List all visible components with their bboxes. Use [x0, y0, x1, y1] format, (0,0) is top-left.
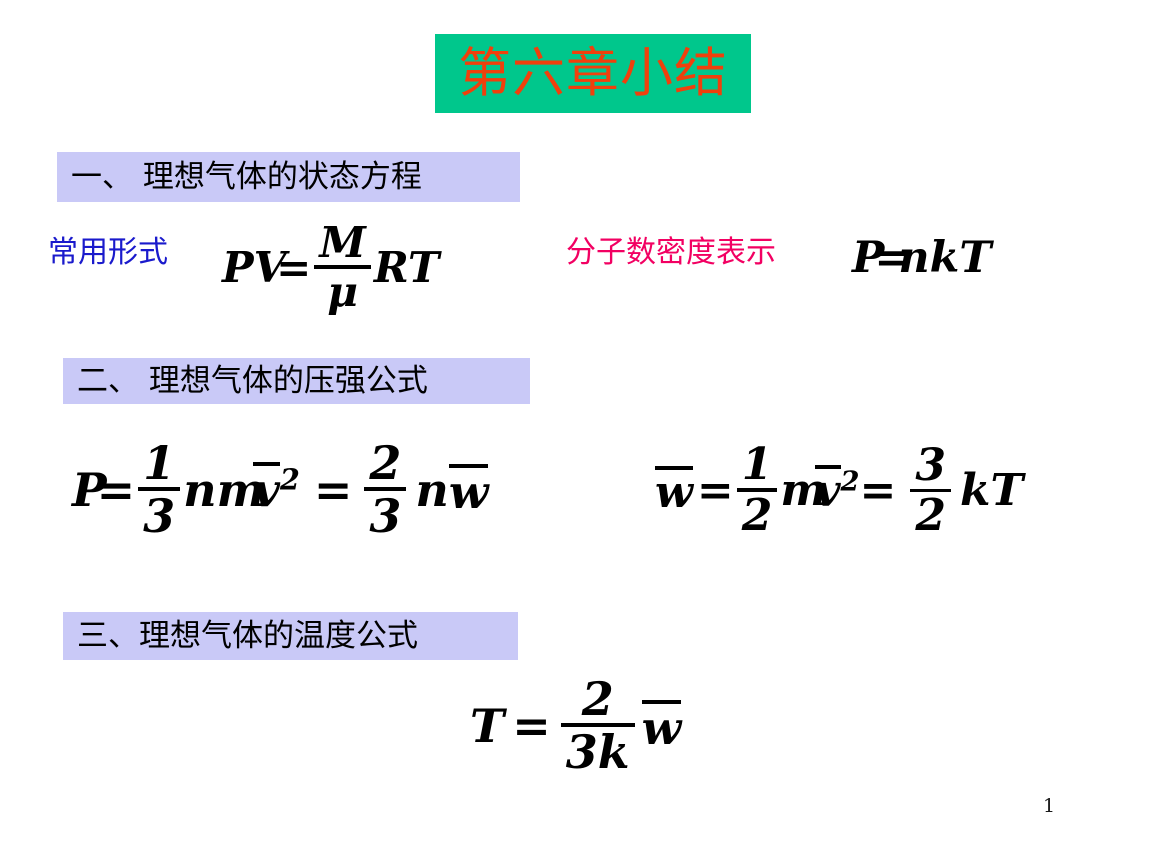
formula-fraction-two-over-three-k: 2 3k — [560, 672, 635, 779]
fraction-bar — [364, 487, 407, 491]
overbar-variable-v: v — [253, 462, 281, 517]
section-header-pressure-formula: 二、 理想气体的压强公式 — [63, 358, 530, 404]
fraction-bar — [736, 488, 778, 492]
section-header-label: 二、 理想气体的压强公式 — [77, 362, 428, 399]
common-form-label: 常用形式 — [48, 235, 168, 270]
exponent-two: 2 — [840, 464, 860, 497]
formula-equals: = — [874, 233, 911, 283]
overbar-variable-w: w — [448, 464, 489, 519]
formula-mean-square-speed: v2 — [253, 462, 300, 517]
formula-state-equation-common: PV= M μ RT — [222, 222, 439, 313]
fraction-bar — [138, 487, 181, 491]
formula-mean-square-speed: v2 — [814, 464, 860, 517]
slide-title-text: 第六章小结 — [458, 43, 728, 104]
fraction-denominator: 2 — [915, 489, 947, 541]
formula-lhs: P — [72, 462, 107, 517]
fraction-numerator: 2 — [369, 436, 402, 490]
formula-lhs: P — [852, 233, 885, 283]
formula-rhs-tail: RT — [373, 243, 440, 292]
formula-state-equation-density: P=nkT — [852, 233, 991, 283]
section-header-state-equation: 一、 理想气体的状态方程 — [57, 152, 520, 202]
fraction-bar — [314, 265, 371, 269]
formula-rhs-tail-kT: kT — [960, 465, 1024, 516]
formula-equals: = — [512, 698, 551, 753]
fraction-denominator: μ — [327, 267, 358, 316]
formula-equals: = — [276, 243, 312, 292]
fraction-bar — [910, 488, 952, 492]
number-density-label: 分子数密度表示 — [566, 235, 776, 270]
formula-temperature: T= 2 3k w — [470, 672, 682, 779]
formula-equals-2: = — [313, 462, 353, 517]
formula-equals-1: = — [696, 465, 734, 516]
section-header-label: 一、 理想气体的状态方程 — [71, 158, 422, 195]
formula-fraction-two-thirds: 2 3 — [364, 436, 407, 543]
fraction-denominator: 3 — [143, 489, 176, 543]
formula-factor-n: n — [415, 462, 449, 517]
formula-equals-2: = — [859, 465, 897, 516]
section-header-temperature-formula: 三、理想气体的温度公式 — [63, 612, 518, 660]
fraction-numerator: M — [319, 218, 366, 267]
fraction-denominator: 2 — [741, 490, 773, 541]
formula-lhs: PV — [222, 243, 287, 292]
formula-rhs: nkT — [898, 233, 992, 283]
formula-fraction-m-over-mu: M μ — [314, 222, 371, 313]
slide-title-banner: 第六章小结 — [435, 34, 751, 113]
fraction-numerator: 3 — [915, 439, 947, 491]
fraction-denominator: 3 — [369, 489, 402, 543]
fraction-numerator: 1 — [143, 436, 176, 490]
formula-fraction-one-third: 1 3 — [138, 436, 181, 543]
formula-lhs: T — [470, 698, 505, 753]
exponent-two: 2 — [280, 462, 300, 497]
overbar-variable-v: v — [814, 464, 841, 517]
formula-factor-nm: nm — [183, 462, 266, 517]
fraction-denominator: 3k — [565, 725, 630, 779]
fraction-numerator: 2 — [581, 672, 614, 726]
fraction-numerator: 1 — [741, 439, 773, 490]
fraction-bar — [560, 723, 635, 727]
overbar-variable-w-lhs: w — [655, 466, 693, 518]
overbar-variable-w: w — [641, 700, 682, 755]
formula-factor-m: m — [780, 465, 827, 516]
formula-fraction-one-half: 1 2 — [736, 439, 778, 541]
formula-equals: = — [96, 462, 136, 517]
formula-fraction-three-halves: 3 2 — [910, 439, 952, 541]
page-number: 1 — [1043, 795, 1056, 817]
section-header-label: 三、理想气体的温度公式 — [77, 617, 418, 654]
